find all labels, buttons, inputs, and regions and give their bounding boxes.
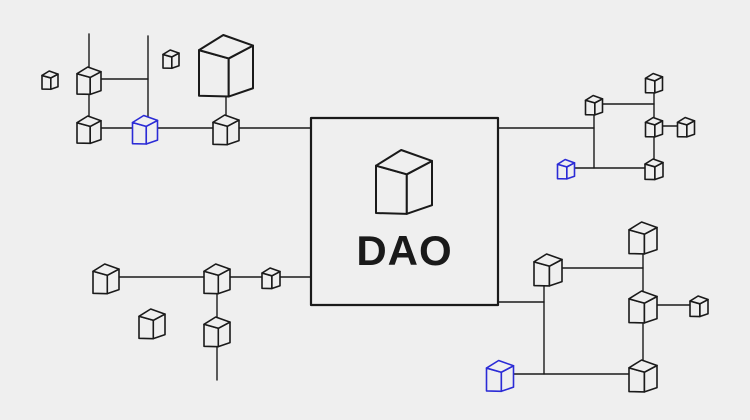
bottom-right-node-3: [628, 290, 658, 324]
dao-title: DAO: [356, 227, 452, 274]
top-left-node-small: [41, 70, 59, 91]
top-node-connector: [212, 114, 240, 146]
network-nodes: [41, 34, 709, 393]
right-top-node-1: [644, 72, 664, 94]
right-top-node-5: [644, 158, 664, 181]
bottom-left-node-1: [92, 263, 120, 295]
right-branch-node-blue: [556, 158, 576, 180]
right-top-node-2: [584, 94, 604, 116]
dao-cube-icon: [375, 149, 433, 215]
left-branch-node-blue: [131, 114, 159, 145]
bottom-right-node-1: [628, 221, 658, 255]
central-cube-icon: [375, 149, 433, 215]
bottom-right-node-4: [628, 359, 658, 393]
right-top-node-3: [644, 116, 664, 138]
right-top-node-4: [676, 116, 696, 138]
bottom-right-node-blue: [485, 359, 515, 393]
bottom-left-node-3: [138, 308, 166, 340]
bottom-left-node-4: [203, 316, 231, 348]
bottom-left-node-2: [203, 263, 231, 295]
bottom-right-node-2: [533, 253, 563, 287]
top-left-node-1: [76, 66, 102, 96]
top-node-large: [198, 34, 254, 98]
bottom-right-node-small: [689, 295, 709, 318]
top-left-node-2: [76, 115, 102, 145]
top-node-small: [162, 49, 180, 70]
bottom-left-node-small: [261, 267, 281, 290]
